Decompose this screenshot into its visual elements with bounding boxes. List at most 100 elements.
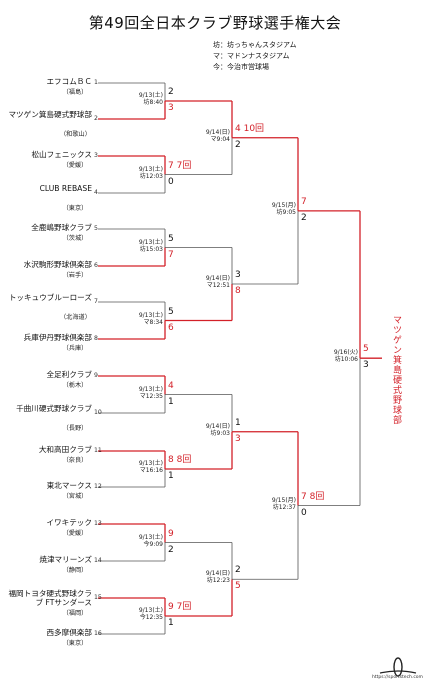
team-name: 焼津マリーンズ xyxy=(39,555,92,564)
match-date: 9/13(土) xyxy=(138,238,163,246)
score-top: 1 xyxy=(235,417,241,428)
match-time: マ16:16 xyxy=(139,467,163,474)
team-prefecture: （宮城） xyxy=(62,493,88,500)
match-time: 坊12:23 xyxy=(206,577,230,585)
match-time: 坊12:37 xyxy=(272,503,296,511)
match-date: 9/13(土) xyxy=(138,460,163,467)
match-time: マ9:04 xyxy=(210,135,230,143)
team-seed: 16 xyxy=(94,630,102,637)
score-top: 5 xyxy=(363,344,369,355)
score-bottom: 7 xyxy=(168,249,174,260)
site-url: https://sportstech.com xyxy=(372,675,423,680)
score-top: 7 xyxy=(301,196,307,207)
score-top: 7 7回 xyxy=(168,160,192,171)
score-top: 4 10回 xyxy=(235,123,265,134)
team-seed: 2 xyxy=(94,115,98,122)
team-name: 水沢駒形野球倶楽部 xyxy=(23,260,92,269)
team-name: 西多摩倶楽部 xyxy=(46,628,92,637)
team-name: 福岡トヨタ硬式野球クラブ FTサンダース xyxy=(8,589,92,607)
match-date: 9/14(日) xyxy=(205,422,230,430)
team-prefecture: （福岡） xyxy=(62,610,88,617)
team-prefecture: （和歌山） xyxy=(60,131,91,138)
score-bottom: 3 xyxy=(235,433,241,444)
venue-legend-item: 坊：坊っちゃんスタジアム xyxy=(213,41,297,49)
team-seed: 15 xyxy=(94,594,102,601)
team-seed: 10 xyxy=(94,409,102,416)
venue-legend: 坊：坊っちゃんスタジアム マ：マドンナスタジアム 今：今治市営球場 xyxy=(213,40,297,73)
champion-name: マツゲン箕島硬式野球部 xyxy=(391,315,401,425)
match-time: 今9:09 xyxy=(143,540,163,548)
match-time: 坊10:06 xyxy=(334,356,358,364)
team-seed: 1 xyxy=(94,79,98,86)
score-bottom: 1 xyxy=(168,396,174,407)
team-name: 東北マークス xyxy=(46,481,92,490)
match-time: マ8:34 xyxy=(143,318,163,326)
team-name: 千曲川硬式野球クラブ xyxy=(16,404,92,413)
match-date: 9/16(火) xyxy=(333,349,358,357)
team-seed: 11 xyxy=(94,447,102,454)
team-prefecture: （東京） xyxy=(62,205,88,212)
match-date: 9/15(月) xyxy=(271,201,296,209)
match-date: 9/15(月) xyxy=(271,496,296,504)
score-bottom: 8 xyxy=(235,286,241,296)
match-date: 9/13(土) xyxy=(138,385,163,393)
match-time: 坊15:03 xyxy=(139,245,163,253)
score-bottom: 2 xyxy=(301,212,307,223)
team-seed: 12 xyxy=(94,483,102,490)
score-bottom: 3 xyxy=(363,360,369,371)
team-prefecture: （兵庫） xyxy=(62,345,88,352)
site-logo-icon xyxy=(379,657,417,677)
team-seed: 4 xyxy=(94,189,98,196)
match-date: 9/13(土) xyxy=(138,165,163,173)
match-date: 9/14(日) xyxy=(205,128,230,136)
match-date: 9/14(日) xyxy=(205,275,230,282)
match-time: 今12:35 xyxy=(139,614,163,621)
match-date: 9/13(土) xyxy=(138,607,163,614)
score-top: 3 xyxy=(235,270,241,280)
team-seed: 9 xyxy=(94,372,98,379)
score-bottom: 5 xyxy=(235,581,241,592)
team-prefecture: （静岡） xyxy=(62,567,88,574)
team-prefecture: （福島） xyxy=(62,89,88,96)
score-bottom: 1 xyxy=(168,471,174,481)
team-name: トッキュウブルーローズ xyxy=(8,293,92,302)
team-prefecture: （茨城） xyxy=(62,235,88,242)
team-prefecture: （北海道） xyxy=(60,314,91,321)
score-bottom: 0 xyxy=(301,507,307,518)
score-bottom: 0 xyxy=(168,176,174,187)
team-name: CLUB REBASE xyxy=(39,184,92,193)
team-seed: 7 xyxy=(94,298,98,305)
match-time: 坊8:40 xyxy=(143,99,163,106)
score-top: 9 7回 xyxy=(168,602,192,612)
team-seed: 6 xyxy=(94,262,98,269)
team-name: 全鹿嶋野球クラブ xyxy=(31,223,92,232)
match-time: 坊9:03 xyxy=(210,429,230,437)
score-top: 9 xyxy=(168,528,174,539)
team-prefecture: （奈良） xyxy=(62,457,88,464)
match-date: 9/14(日) xyxy=(205,570,230,578)
match-date: 9/13(土) xyxy=(138,311,163,319)
score-bottom: 3 xyxy=(168,103,174,113)
score-top: 2 xyxy=(168,87,174,97)
team-prefecture: （東京） xyxy=(62,640,88,647)
team-name: 兵庫伊丹野球倶楽部 xyxy=(23,333,92,342)
venue-legend-item: 今：今治市営球場 xyxy=(213,63,269,71)
score-top: 8 8回 xyxy=(168,455,192,465)
score-bottom: 2 xyxy=(168,544,174,555)
match-time: マ12:35 xyxy=(139,392,163,400)
team-prefecture: （岩手） xyxy=(62,272,88,279)
team-name: イワキテック xyxy=(46,518,92,527)
team-seed: 14 xyxy=(94,557,102,564)
team-name: エフコムＢＣ xyxy=(46,77,92,86)
match-time: 坊9:05 xyxy=(276,208,296,216)
team-name: 松山フェニックス xyxy=(31,150,92,159)
team-seed: 13 xyxy=(94,520,102,527)
venue-legend-item: マ：マドンナスタジアム xyxy=(213,52,290,60)
team-prefecture: （栃木） xyxy=(62,382,88,389)
score-top: 7 8回 xyxy=(301,491,325,502)
match-date: 9/13(土) xyxy=(138,92,163,99)
page-title: 第49回全日本クラブ野球選手権大会 xyxy=(88,14,342,32)
team-prefecture: （愛媛） xyxy=(62,530,88,537)
score-bottom: 1 xyxy=(168,618,174,628)
